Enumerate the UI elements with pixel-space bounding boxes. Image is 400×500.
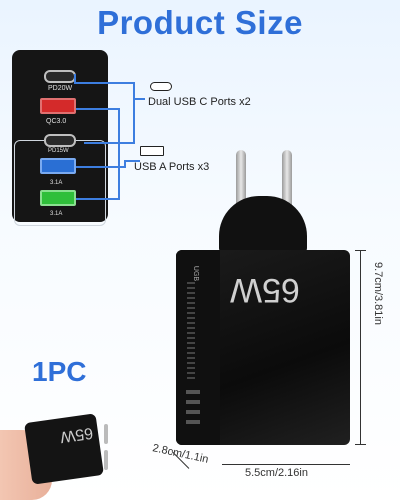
usba-port-green (40, 190, 76, 206)
usba-port-red (40, 98, 76, 114)
callout-line (76, 198, 118, 200)
port-label-pd15w: PD15W (48, 148, 69, 154)
callout-usbc-text: Dual USB C Ports x2 (148, 96, 251, 108)
depth-dimension-text: 2.8cm/1.1in (151, 442, 210, 466)
usbc-port-top (44, 70, 76, 83)
callout-line (76, 166, 126, 168)
usb-a-icon (140, 146, 164, 156)
callout-line (118, 108, 120, 200)
regulatory-text-print (187, 282, 195, 382)
port-label-pd20w: PD20W (48, 85, 73, 92)
height-dimension-cap-bottom (355, 444, 366, 445)
callout-line (75, 82, 133, 84)
callout-line (124, 160, 140, 162)
height-dimension-text: 9.7cm/3.81in (372, 262, 384, 325)
mini-plug-pin (104, 450, 108, 470)
usba-port-blue (40, 158, 76, 174)
plug-pin-right (282, 150, 292, 212)
plug-pin-left (236, 150, 246, 212)
callout-line (84, 142, 134, 144)
mini-plug-pin (104, 424, 108, 444)
callout-line (74, 74, 76, 84)
mini-charger-image (24, 413, 104, 485)
plug-base (219, 196, 307, 254)
height-dimension-cap-top (355, 250, 366, 251)
port-label-qc30: QC3.0 (46, 118, 67, 125)
callout-line (124, 160, 126, 168)
certification-marks (186, 390, 200, 430)
callout-usba-text: USB A Ports x3 (134, 161, 210, 173)
port-label-31a-2: 3.1A (50, 211, 63, 217)
callout-line (76, 108, 118, 110)
width-dimension-line (222, 464, 350, 465)
quantity-label: 1PC (32, 356, 87, 387)
width-dimension-text: 5.5cm/2.16in (245, 467, 308, 479)
charger-wattage-label: 65W (230, 271, 300, 309)
height-dimension-line (360, 250, 361, 445)
page-title: Product Size (97, 4, 303, 41)
callout-line (133, 98, 145, 100)
usb-c-icon (150, 82, 172, 91)
usbc-port-mid (44, 134, 76, 147)
port-label-31a-1: 3.1A (50, 180, 63, 186)
charger-brand-label: UGB (192, 265, 200, 282)
callout-line (133, 82, 135, 144)
